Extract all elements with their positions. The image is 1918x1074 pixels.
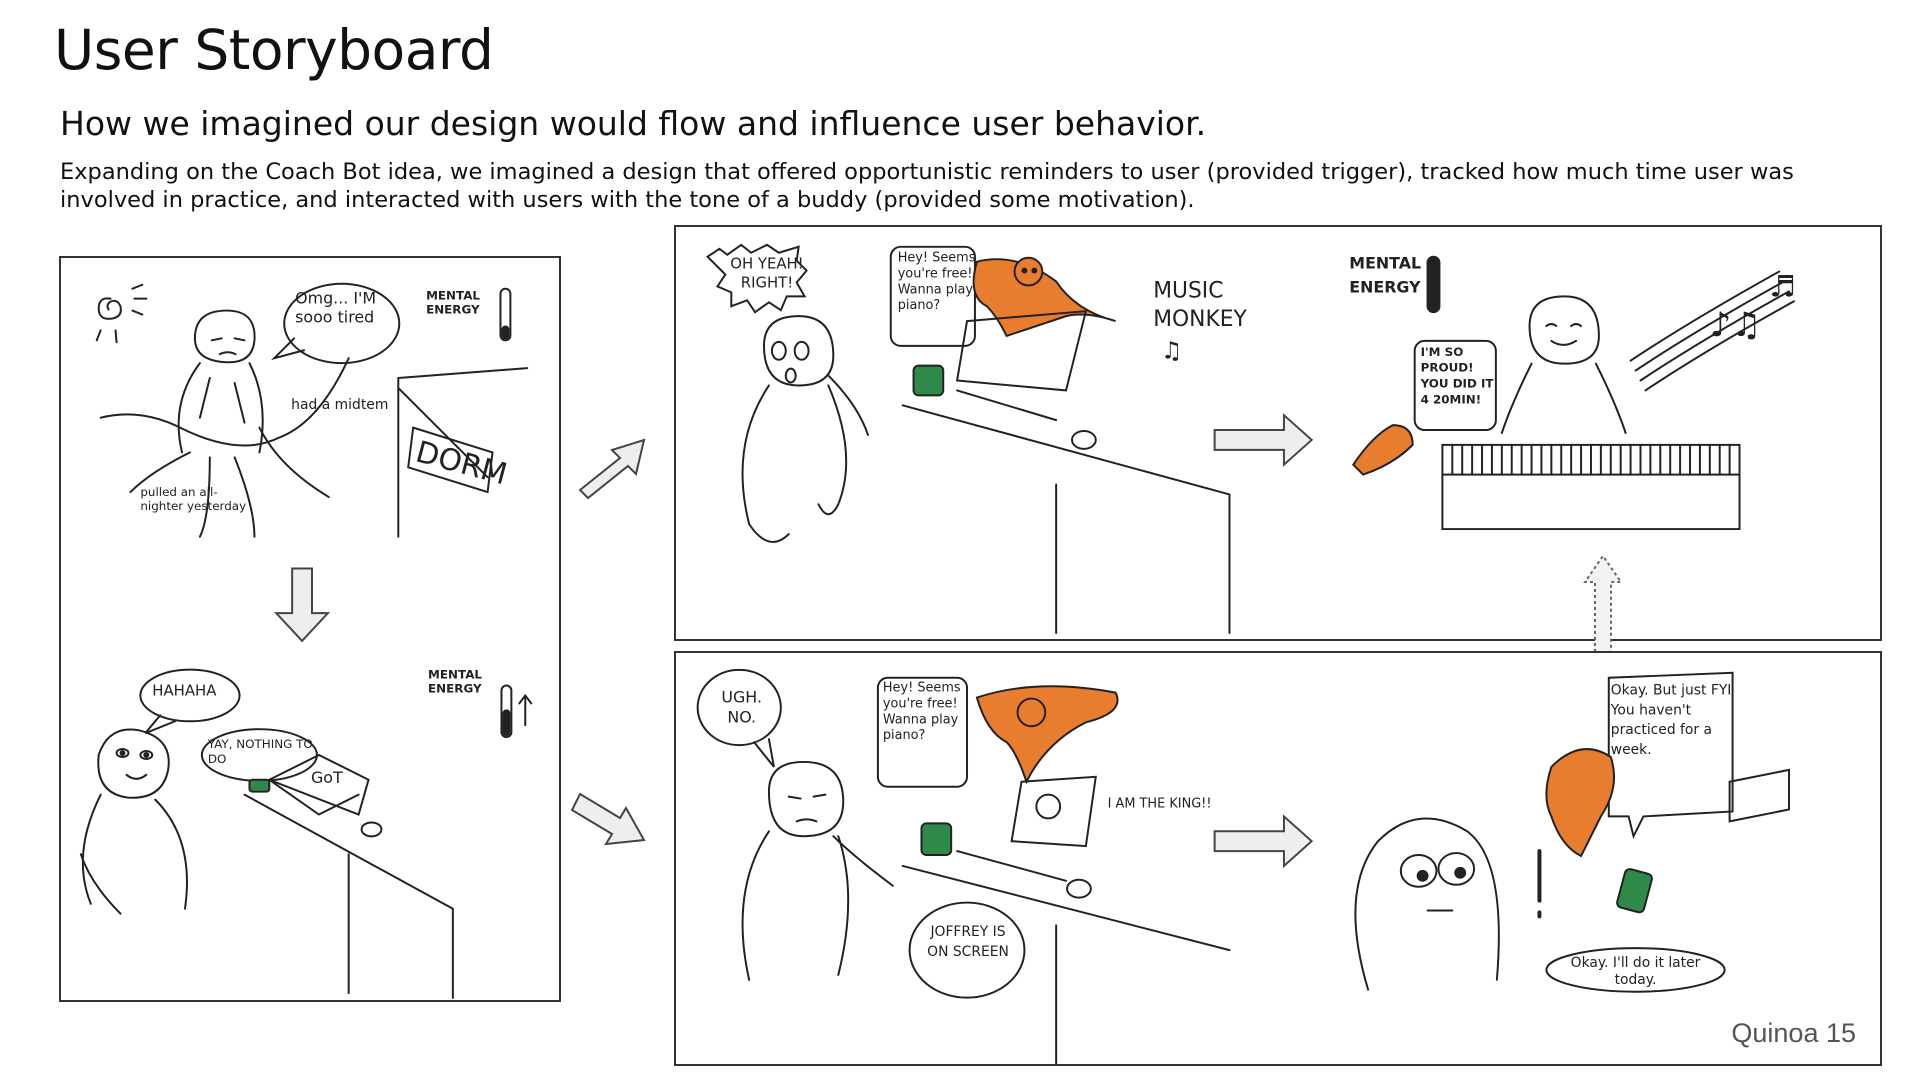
panel-6-bot-speech: Okay. But just FYI You haven't practiced…: [1610, 682, 1732, 758]
panel-4-meter-label: MENTAL ENERGY: [1349, 253, 1422, 297]
panel-5-caption: JOFFREY IS ON SCREEN: [927, 924, 1009, 961]
panel-3-bot-speech: Hey! Seems you're free! Wanna play piano…: [897, 250, 976, 314]
desk: [243, 793, 454, 1000]
music-note-icon: ♫: [1161, 337, 1182, 365]
panel-3-speech: OH YEAH! RIGHT!: [730, 254, 804, 292]
phone-icon: [920, 822, 953, 857]
sad-student-figure: [1354, 817, 1500, 991]
tired-student-figure: [129, 309, 264, 538]
panel-5-speech: UGH. NO.: [721, 687, 762, 727]
speech-bubble: [283, 282, 401, 365]
energy-meter-rising: [500, 684, 533, 739]
panel-6-user-speech: Okay. I'll do it later today.: [1570, 955, 1701, 988]
bottom-right-storyboard-frame: UGH. NO. Hey! Seems you're free! Wanna p…: [674, 651, 1882, 1066]
panel-1-speech: Omg... I'M sooo tired: [295, 288, 377, 327]
hahaha-bubble: [139, 668, 241, 723]
left-storyboard-frame: Omg... I'M sooo tired had a midtem pulle…: [59, 256, 561, 1002]
monkey-bot-illustration: [975, 685, 1119, 785]
happy-student-figure: [79, 728, 188, 915]
arrow-to-top-panel: [572, 430, 652, 500]
monkey-small-illustration: [1351, 424, 1414, 476]
svg-text:♬: ♬: [1769, 269, 1796, 304]
page-title: User Storyboard: [54, 18, 494, 82]
surprised-student-figure: [741, 315, 869, 543]
panel-5-screen-speech: I AM THE KING!!: [1107, 796, 1212, 812]
phone-icon: [912, 364, 945, 397]
phone-icon: [248, 778, 271, 793]
panel-5-sketch: UGH. NO. Hey! Seems you're free! Wanna p…: [696, 668, 1231, 1064]
desk: [901, 404, 1231, 635]
ugh-speech-bubble: [696, 668, 782, 747]
energy-meter-full: [1426, 255, 1441, 314]
down-arrow: [273, 567, 331, 643]
svg-text:♪♫: ♪♫: [1710, 305, 1762, 344]
panel-1-note-allnighter: pulled an all-nighter yesterday: [140, 485, 247, 513]
bot-speech-bubble: [889, 245, 976, 347]
piano-keyboard: [1441, 443, 1741, 531]
panel-4-bot-speech: I'M SO PROUD! YOU DID IT 4 20MIN!: [1420, 344, 1494, 407]
exclaim-burst: [705, 243, 808, 314]
panel-1-note-midterm: had a midtem: [291, 397, 389, 413]
laptop: GoT: [266, 753, 370, 816]
mouse-icon: [360, 821, 383, 838]
path-hill: [99, 357, 350, 447]
panel-2-speech-nothing: YAY, NOTHING TO DO: [207, 737, 313, 766]
happy-pianist-figure: [1500, 295, 1627, 434]
desk: [901, 864, 1231, 1064]
panel-4-sketch: MENTAL ENERGY I'M SO PROUD! YOU DID IT 4…: [1349, 253, 1796, 531]
bottom-frame-sketches: UGH. NO. Hey! Seems you're free! Wanna p…: [696, 668, 1791, 1064]
sun-icon: [95, 283, 148, 344]
description-text: Expanding on the Coach Bot idea, we imag…: [60, 159, 1794, 213]
top-right-storyboard-frame: OH YEAH! RIGHT! Hey! Seems you're free! …: [674, 225, 1882, 641]
panel-3-sketch: OH YEAH! RIGHT! Hey! Seems you're free! …: [705, 243, 1247, 635]
window-frame: [1728, 768, 1791, 823]
dorm-building: DORM: [397, 367, 529, 538]
mouse-icon: [1071, 430, 1097, 450]
panel-2-meter-label: MENTAL ENERGY: [428, 667, 482, 696]
later-speech-bubble: [1545, 947, 1726, 993]
panel-3-bot-name: MUSIC MONKEY: [1153, 278, 1247, 332]
arrow-to-bottom-panel: [570, 782, 652, 852]
inner-arrow-bottom: [1213, 814, 1314, 869]
fyi-speech-bubble: [1607, 671, 1734, 840]
monkey-bot-illustration: [972, 256, 1116, 338]
mouse-icon: [1066, 878, 1092, 899]
panel-2-speech-laugh: HAHAHA: [152, 681, 217, 700]
arrow-up-to-success: [1582, 554, 1624, 659]
panel-1-meter-label: MENTAL ENERGY: [426, 288, 481, 317]
panel-2-sketch: HAHAHA YAY, NOTHING TO DO: [79, 667, 533, 1000]
energy-meter-low: [499, 287, 512, 342]
top-frame-sketches: OH YEAH! RIGHT! Hey! Seems you're free! …: [705, 243, 1796, 635]
phone-icon: [1616, 868, 1653, 914]
inner-arrow-top: [1213, 412, 1314, 467]
music-staff-illustration: ♪♫ ♬: [1629, 269, 1796, 392]
footer-label: Quinoa 15: [1731, 1018, 1856, 1048]
proud-speech-bubble: [1413, 339, 1497, 432]
monkey-small-illustration: [1545, 748, 1616, 858]
panel-6-sketch: Okay. But just FYI You haven't practiced…: [1354, 671, 1791, 993]
panel-5-bot-speech: Hey! Seems you're free! Wanna play piano…: [882, 680, 961, 744]
left-frame-sketches: Omg... I'M sooo tired had a midtem pulle…: [79, 282, 533, 1000]
annoyed-student-figure: [741, 760, 894, 981]
panel-1-sketch: Omg... I'M sooo tired had a midtem pulle…: [95, 282, 529, 538]
laptop-with-joffrey: [956, 775, 1097, 882]
page-subtitle: How we imagined our design would flow an…: [60, 104, 1207, 143]
laptop-screen-text: GoT: [311, 768, 343, 787]
laptop: [955, 310, 1088, 422]
joffrey-caption-bubble: [908, 901, 1026, 999]
bot-speech-bubble: [876, 676, 969, 788]
